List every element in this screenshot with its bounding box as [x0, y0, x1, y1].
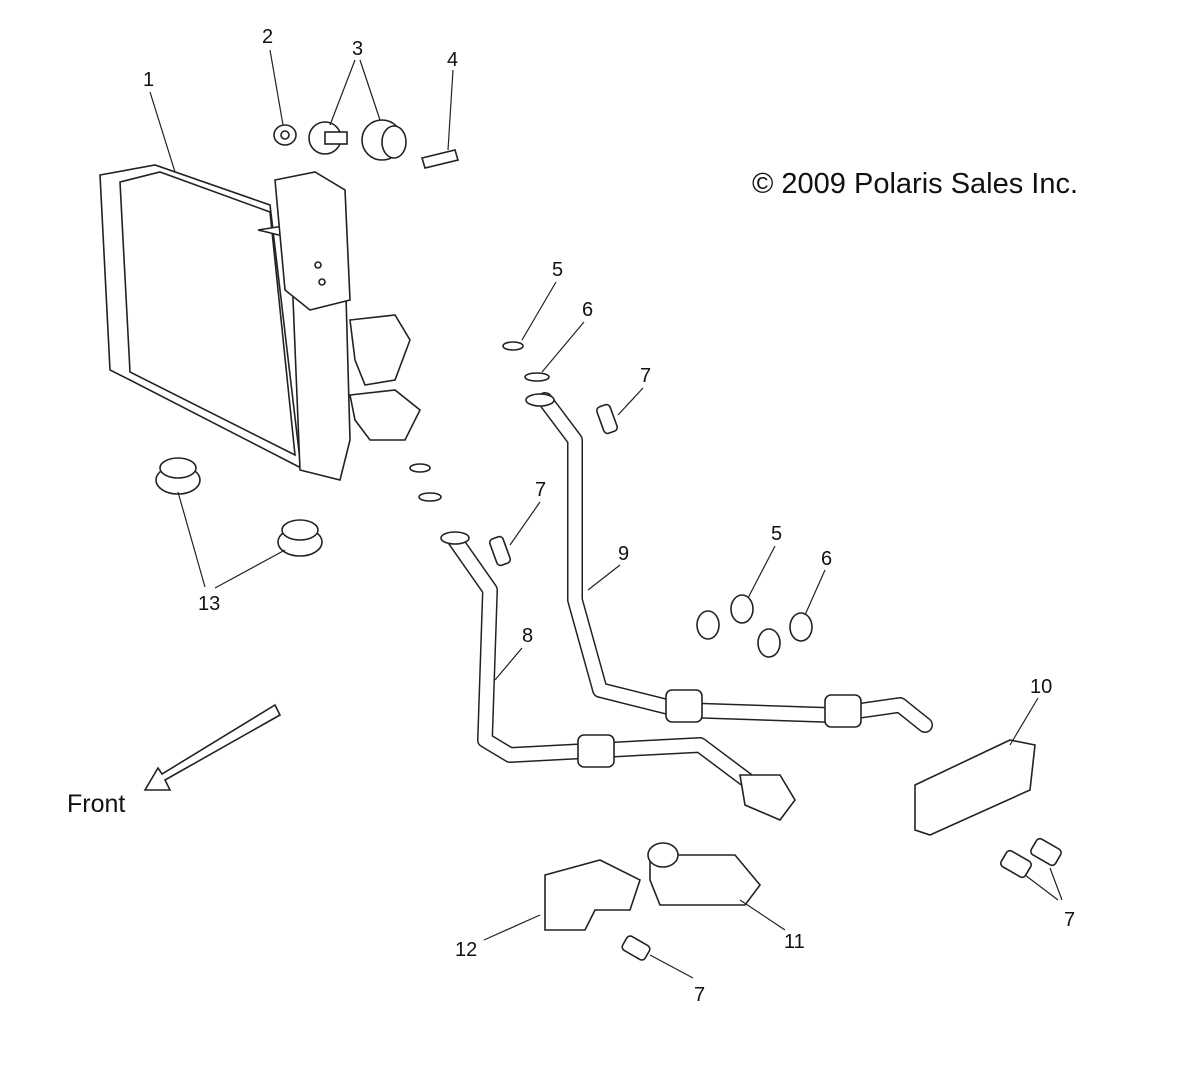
leader-lines [149, 49, 1063, 979]
oil-cooler-part [99, 164, 422, 481]
callout-7: 7 [535, 479, 546, 501]
callout-6: 6 [582, 299, 593, 321]
front-label: Front [67, 790, 125, 818]
callout-9: 9 [618, 543, 629, 565]
callout-10: 10 [1030, 676, 1052, 698]
callout-4: 4 [447, 49, 458, 71]
callout-5: 5 [552, 259, 563, 281]
bracket-part [914, 739, 1036, 836]
callout-12: 12 [455, 939, 477, 961]
callout-6: 6 [821, 548, 832, 570]
oil-hose-parts [440, 392, 933, 821]
callout-3: 3 [352, 38, 363, 60]
callout-2: 2 [262, 26, 273, 48]
callout-13: 13 [198, 593, 220, 615]
clamp-parts [544, 842, 762, 931]
callout-8: 8 [522, 625, 533, 647]
callout-7: 7 [1064, 909, 1075, 931]
grommet-parts [155, 457, 323, 557]
callout-7: 7 [694, 984, 705, 1006]
copyright-text: © 2009 Polaris Sales Inc. [752, 168, 1078, 200]
callout-5: 5 [771, 523, 782, 545]
fastener-parts [273, 119, 460, 169]
callout-11: 11 [784, 931, 805, 953]
front-arrow-icon [143, 703, 282, 791]
callout-1: 1 [143, 69, 154, 91]
o-ring-parts [409, 341, 1062, 961]
callout-7: 7 [640, 365, 651, 387]
